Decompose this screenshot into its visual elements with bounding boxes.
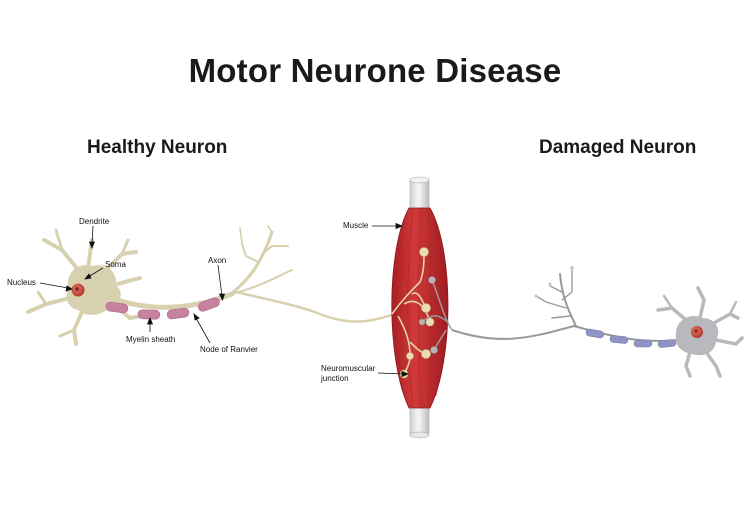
healthy-neuron-title: Healthy Neuron: [87, 137, 228, 158]
label-axon: Axon: [208, 256, 227, 265]
label-nmj-line2: junction: [321, 374, 349, 383]
damaged-dendrites: [656, 286, 744, 378]
label-nmj-line1: Neuromuscular: [321, 364, 376, 373]
healthy-axon-terminals: [226, 225, 396, 323]
label-muscle: Muscle: [343, 221, 369, 230]
healthy-myelin-sheath: [105, 297, 220, 320]
damaged-neuron-title: Damaged Neuron: [539, 137, 697, 158]
page-title: Motor Neurone Disease: [188, 52, 562, 89]
label-nucleus: Nucleus: [7, 278, 36, 287]
damaged-myelin-sheath: [585, 328, 677, 348]
healthy-soma: [66, 265, 121, 315]
muscle-belly: [391, 207, 449, 409]
healthy-neuron: [26, 225, 396, 346]
label-soma: Soma: [105, 260, 126, 269]
damaged-axon-terminals: [535, 269, 577, 327]
muscle: [391, 176, 453, 439]
label-neuromuscular-junction: Neuromuscular junction: [321, 364, 375, 384]
label-myelin-sheath: Myelin sheath: [126, 335, 176, 344]
label-node-of-ranvier: Node of Ranvier: [200, 345, 258, 354]
label-dendrite: Dendrite: [79, 217, 110, 226]
leader-lines: [39, 222, 410, 378]
damaged-axon: [451, 324, 681, 343]
damaged-neuron: [451, 266, 744, 378]
